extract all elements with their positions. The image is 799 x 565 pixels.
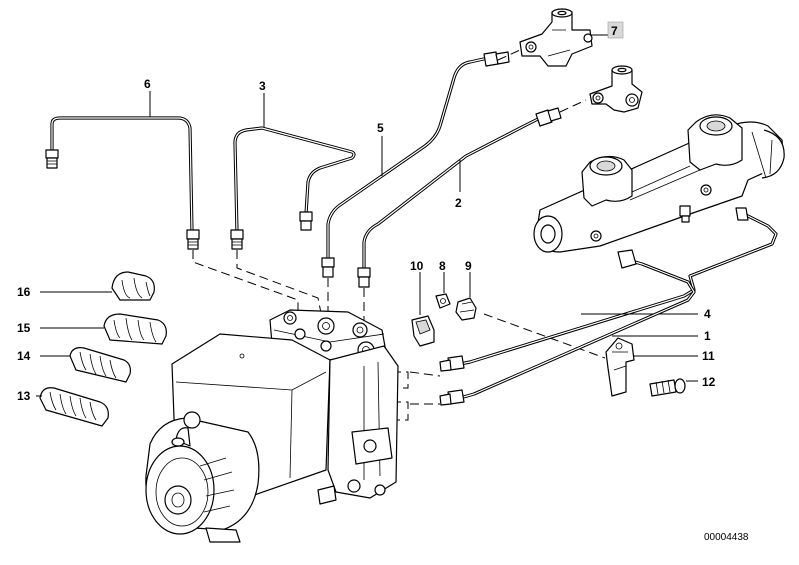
callout-3: 3 [259, 79, 266, 93]
callout-13: 13 [17, 389, 31, 403]
callout-4: 4 [704, 307, 711, 321]
pipe-clip-13[interactable] [39, 387, 109, 427]
callout-7-highlight [607, 21, 624, 39]
pipe-clip-16[interactable] [111, 271, 155, 301]
clip-10[interactable] [411, 315, 435, 347]
clip-9[interactable] [455, 297, 477, 321]
brake-pipe-2[interactable] [357, 107, 562, 288]
callout-1: 1 [704, 329, 711, 343]
callout-12: 12 [702, 375, 716, 389]
callout-11: 11 [702, 349, 715, 363]
brake-pipe-1[interactable] [439, 249, 696, 406]
callout-2: 2 [455, 196, 462, 210]
callout-14: 14 [17, 349, 31, 363]
pipe-clip-14[interactable] [69, 347, 131, 383]
callout-5: 5 [377, 121, 384, 135]
brake-pipe-5[interactable] [321, 51, 510, 278]
callout-16: 16 [17, 285, 31, 299]
callout-8: 8 [439, 259, 446, 273]
document-number: 00004438 [704, 532, 749, 543]
brake-distributor-lower[interactable] [589, 65, 643, 113]
brake-pipe-4[interactable] [439, 207, 778, 372]
master-cylinder[interactable] [533, 114, 785, 253]
callout-10: 10 [410, 259, 424, 273]
pipe-clip-15[interactable] [103, 313, 167, 345]
bracket-11[interactable] [605, 337, 635, 397]
callout-15: 15 [17, 321, 31, 335]
callout-7: 7 [611, 24, 618, 38]
clip-8[interactable] [435, 293, 451, 309]
brake-distributor-7[interactable] [519, 8, 593, 67]
screw-12[interactable] [649, 378, 686, 397]
brake-pipe-3[interactable] [230, 126, 356, 250]
hydraulic-unit[interactable] [145, 309, 399, 543]
callout-6: 6 [144, 77, 151, 91]
brake-pipe-6[interactable] [45, 116, 200, 250]
callout-9: 9 [465, 259, 472, 273]
